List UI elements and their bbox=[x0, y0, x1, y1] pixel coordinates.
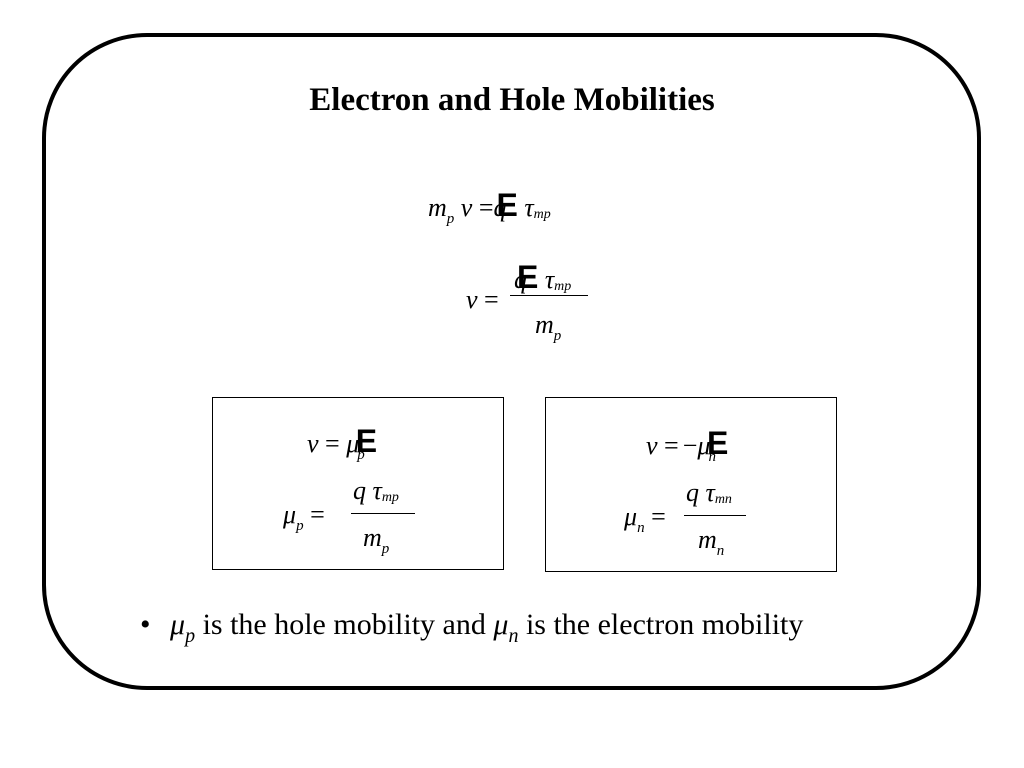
subscript-mp: mp bbox=[381, 490, 399, 505]
subscript-n: n bbox=[637, 520, 645, 536]
hole-mobility-lhs: μp = bbox=[283, 500, 325, 534]
symbol-tau: τ bbox=[544, 265, 555, 294]
symbol-m: m bbox=[535, 310, 554, 339]
electric-field-symbol: E bbox=[355, 423, 378, 459]
electron-mobility-numerator: q τmn bbox=[686, 478, 732, 513]
equals-sign: = bbox=[651, 502, 666, 531]
electric-field-symbol: E bbox=[706, 425, 729, 461]
symbol-v: v bbox=[460, 193, 473, 222]
subscript-n: n bbox=[508, 625, 519, 647]
equals-sign: = bbox=[664, 431, 679, 460]
electric-field-symbol: E bbox=[496, 187, 518, 223]
symbol-mu: μ bbox=[493, 608, 509, 641]
subscript-n: n bbox=[708, 449, 716, 465]
subscript-p: p bbox=[381, 541, 390, 557]
minus-sign: − bbox=[682, 431, 698, 460]
bullet-text-hole: is the hole mobility and bbox=[195, 608, 494, 641]
symbol-m: m bbox=[428, 193, 447, 222]
equation-velocity-lhs: v = bbox=[466, 285, 499, 315]
symbol-tau: τ bbox=[524, 193, 534, 222]
symbol-mu: μ bbox=[346, 429, 360, 458]
equals-sign: = bbox=[310, 500, 325, 529]
electron-mobility-lhs: μn = bbox=[624, 502, 666, 536]
hole-velocity-equation: v = μpE bbox=[307, 423, 378, 463]
symbol-m: m bbox=[363, 523, 382, 552]
symbol-mu: μ bbox=[624, 502, 638, 531]
subscript-p: p bbox=[185, 625, 196, 647]
equals-sign: = bbox=[484, 285, 499, 314]
subscript-p: p bbox=[296, 518, 304, 534]
hole-mobility-box: v = μpE μp = q τmp mp bbox=[212, 397, 504, 570]
symbol-m: m bbox=[698, 525, 717, 554]
subscript-n: n bbox=[716, 543, 725, 559]
symbol-q: q bbox=[686, 478, 699, 507]
symbol-tau: τ bbox=[372, 476, 382, 505]
equals-sign: = bbox=[478, 193, 494, 222]
symbol-tau: τ bbox=[705, 478, 715, 507]
bullet-text-electron: is the electron mobility bbox=[518, 608, 804, 641]
fraction-bar bbox=[351, 513, 415, 514]
subscript-mn: mn bbox=[714, 492, 732, 507]
subscript-mp: mp bbox=[554, 279, 572, 294]
electron-mobility-denominator: mn bbox=[698, 525, 724, 559]
symbol-q: q bbox=[493, 193, 507, 222]
subscript-p: p bbox=[553, 328, 562, 344]
slide-frame bbox=[42, 33, 981, 690]
bullet-marker: • bbox=[140, 608, 151, 641]
hole-mobility-numerator: q τmp bbox=[353, 476, 399, 511]
slide-title: Electron and Hole Mobilities bbox=[309, 82, 715, 118]
symbol-v: v bbox=[466, 285, 478, 314]
subscript-p: p bbox=[446, 211, 455, 227]
equation-momentum: mp v =qE τmp bbox=[428, 187, 551, 228]
symbol-v: v bbox=[307, 429, 319, 458]
symbol-q: q bbox=[514, 265, 527, 294]
symbol-mu: μ bbox=[283, 500, 297, 529]
symbol-q: q bbox=[353, 476, 366, 505]
hole-mobility-denominator: mp bbox=[363, 523, 389, 557]
symbol-mu: μ bbox=[697, 431, 711, 460]
bullet-mobility-definition: •μp is the hole mobility and μn is the e… bbox=[140, 606, 803, 647]
equation-velocity-denominator: mp bbox=[535, 310, 561, 344]
equation-velocity-numerator: qE τmp bbox=[514, 259, 572, 300]
subscript-mp: mp bbox=[533, 207, 551, 222]
electron-velocity-equation: v =−μnE bbox=[646, 425, 729, 465]
electron-mobility-box: v =−μnE μn = q τmn mn bbox=[545, 397, 837, 572]
electric-field-symbol: E bbox=[517, 259, 539, 295]
symbol-v: v bbox=[646, 431, 658, 460]
subscript-p: p bbox=[357, 447, 365, 463]
equals-sign: = bbox=[325, 429, 340, 458]
fraction-bar bbox=[684, 515, 746, 516]
fraction-bar bbox=[510, 295, 588, 296]
symbol-mu: μ bbox=[170, 608, 186, 641]
